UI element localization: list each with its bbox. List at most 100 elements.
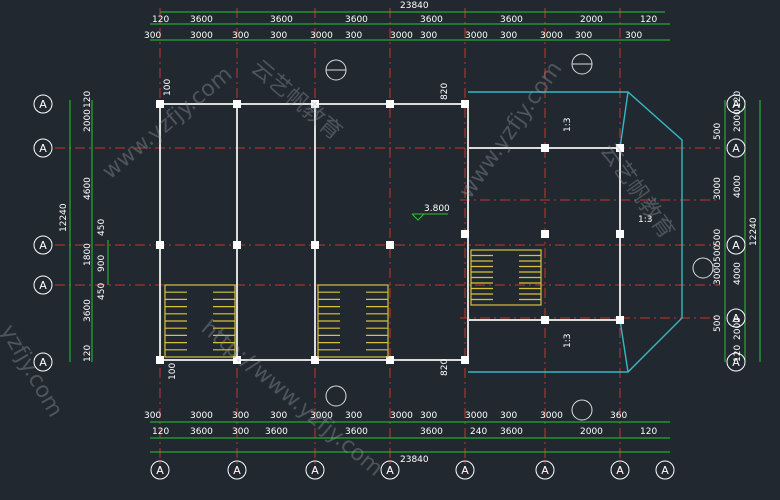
watermark-text: 云艺帆教育: [595, 139, 679, 243]
axis-bubble: A: [610, 460, 630, 480]
slope-label-bottom: 1:3: [563, 334, 573, 348]
dim-left-label: 1800: [83, 243, 93, 266]
dim-bottom1-label: 300: [345, 411, 362, 421]
dim-right-inner-label: 500: [713, 245, 723, 262]
dim-left-label: 120: [83, 345, 93, 362]
dim-top1-label: 3600: [270, 15, 293, 25]
axis-bubble: A: [33, 352, 53, 372]
dim-bottom2-label: 120: [640, 427, 657, 437]
slope-label-top: 1:3: [563, 118, 573, 132]
dim-bottom2-label: 3600: [420, 427, 443, 437]
axis-symbols: [325, 53, 714, 421]
axis-bubble-label: A: [233, 464, 241, 477]
dim-right-inner-label: 500: [713, 123, 723, 140]
dim-bottom1-label: 300: [270, 411, 287, 421]
dim-right-label: 2000: [733, 317, 743, 340]
dim-top2-label: 3000: [310, 31, 333, 41]
axis-bubble: A: [33, 94, 53, 114]
dim-bottom1-label: 3000: [390, 411, 413, 421]
dim-small-label: 820: [440, 359, 450, 376]
columns: [156, 100, 624, 364]
axis-bubble-label: A: [616, 464, 624, 477]
dim-right-label: 4000: [733, 175, 743, 198]
dim-top1-label: 3600: [190, 15, 213, 25]
axis-bubble: A: [726, 308, 746, 328]
total-height-right: 12240: [749, 217, 759, 246]
axis-bubble: A: [455, 460, 475, 480]
stair-treads: [165, 254, 541, 351]
dim-top2-label: 300: [144, 31, 161, 41]
dim-bottom2-label: 240: [470, 427, 487, 437]
dim-right-label: 4000: [733, 262, 743, 285]
dim-bottom2-label: 3600: [190, 427, 213, 437]
dim-bottom1-label: 3000: [540, 411, 563, 421]
dim-bottom1-label: 300: [232, 411, 249, 421]
dim-right-inner-label: 500: [713, 315, 723, 332]
dim-top2-label: 300: [575, 31, 592, 41]
dim-right-inner-label: 3000: [713, 262, 723, 285]
dim-right-inner-label: 3000: [713, 177, 723, 200]
dim-top1-label: 3600: [500, 15, 523, 25]
dim-top2-label: 300: [420, 31, 437, 41]
axis-bubble-label: A: [156, 464, 164, 477]
watermark-text: 云艺帆教育: [246, 55, 346, 145]
dim-bottom1-label: 300: [144, 411, 161, 421]
dim-top2-label: 300: [270, 31, 287, 41]
dim-small-label: 100: [168, 363, 178, 380]
dim-bottom2-label: 300: [232, 427, 249, 437]
axis-bubble: A: [33, 275, 53, 295]
dim-top2-label: 300: [500, 31, 517, 41]
axis-bubble: A: [726, 352, 746, 372]
dim-left-label: 2000: [83, 109, 93, 132]
dim-left-label: 450: [97, 219, 107, 236]
elevation-marker: 3.800: [411, 204, 450, 221]
dim-bottom1-label: 3000: [190, 411, 213, 421]
dim-bottom1-label: 3000: [465, 411, 488, 421]
axis-bubble-label: A: [311, 464, 319, 477]
axis-bubble: A: [726, 94, 746, 114]
dim-left-label: 3600: [83, 299, 93, 322]
axis-bubble-label: A: [732, 98, 740, 111]
dim-right-label: 120: [733, 91, 743, 108]
dim-top2-label: 300: [345, 31, 362, 41]
slope-label-right: 1:3: [638, 215, 652, 225]
dim-bottom1-label: 3000: [310, 411, 333, 421]
total-height-left: 12240: [59, 203, 69, 232]
dimension-labels: 120 3600 3600 3600 3600 3600 2000 120 300 3000 300…: [83, 15, 743, 437]
axis-bubble: A: [227, 460, 247, 480]
axis-bubble-label: A: [39, 239, 47, 252]
roof-outline: [468, 91, 683, 373]
slope-labels: 1:3 1:3 1:3: [563, 118, 652, 348]
axis-bubble: A: [305, 460, 325, 480]
axis-bubble: A: [33, 235, 53, 255]
dim-bottom1-label: 300: [500, 411, 517, 421]
axis-bubble-label: A: [732, 312, 740, 325]
dim-left-label: 4600: [83, 177, 93, 200]
total-width-bottom: 23840: [400, 455, 429, 465]
dim-top2-label: 3000: [390, 31, 413, 41]
dim-small-label: 820: [440, 83, 450, 100]
dim-left-label: 450: [97, 283, 107, 300]
dim-top1-label: 3600: [345, 15, 368, 25]
dim-bottom1-label: 300: [420, 411, 437, 421]
axis-bubble-label: A: [661, 464, 669, 477]
dim-top1-label: 3600: [420, 15, 443, 25]
axis-bubble-label: A: [732, 142, 740, 155]
dim-top2-label: 300: [232, 31, 249, 41]
dim-bottom2-label: 3600: [265, 427, 288, 437]
dim-top1-label: 120: [152, 15, 169, 25]
axis-bubble-label: A: [541, 464, 549, 477]
dim-top2-label: 3000: [540, 31, 563, 41]
axis-bubble-label: A: [39, 142, 47, 155]
elevation-label: 3.800: [424, 204, 450, 214]
dim-small-label: 100: [163, 79, 173, 96]
axis-bubble: A: [380, 460, 400, 480]
axis-bubble: A: [150, 460, 170, 480]
dim-left-label: 900: [97, 255, 107, 272]
dim-top1-label: 2000: [580, 15, 603, 25]
axis-bubble: A: [726, 138, 746, 158]
axis-bubble-label: A: [461, 464, 469, 477]
dim-right-label: 120: [733, 345, 743, 362]
axis-bubble: A: [726, 235, 746, 255]
